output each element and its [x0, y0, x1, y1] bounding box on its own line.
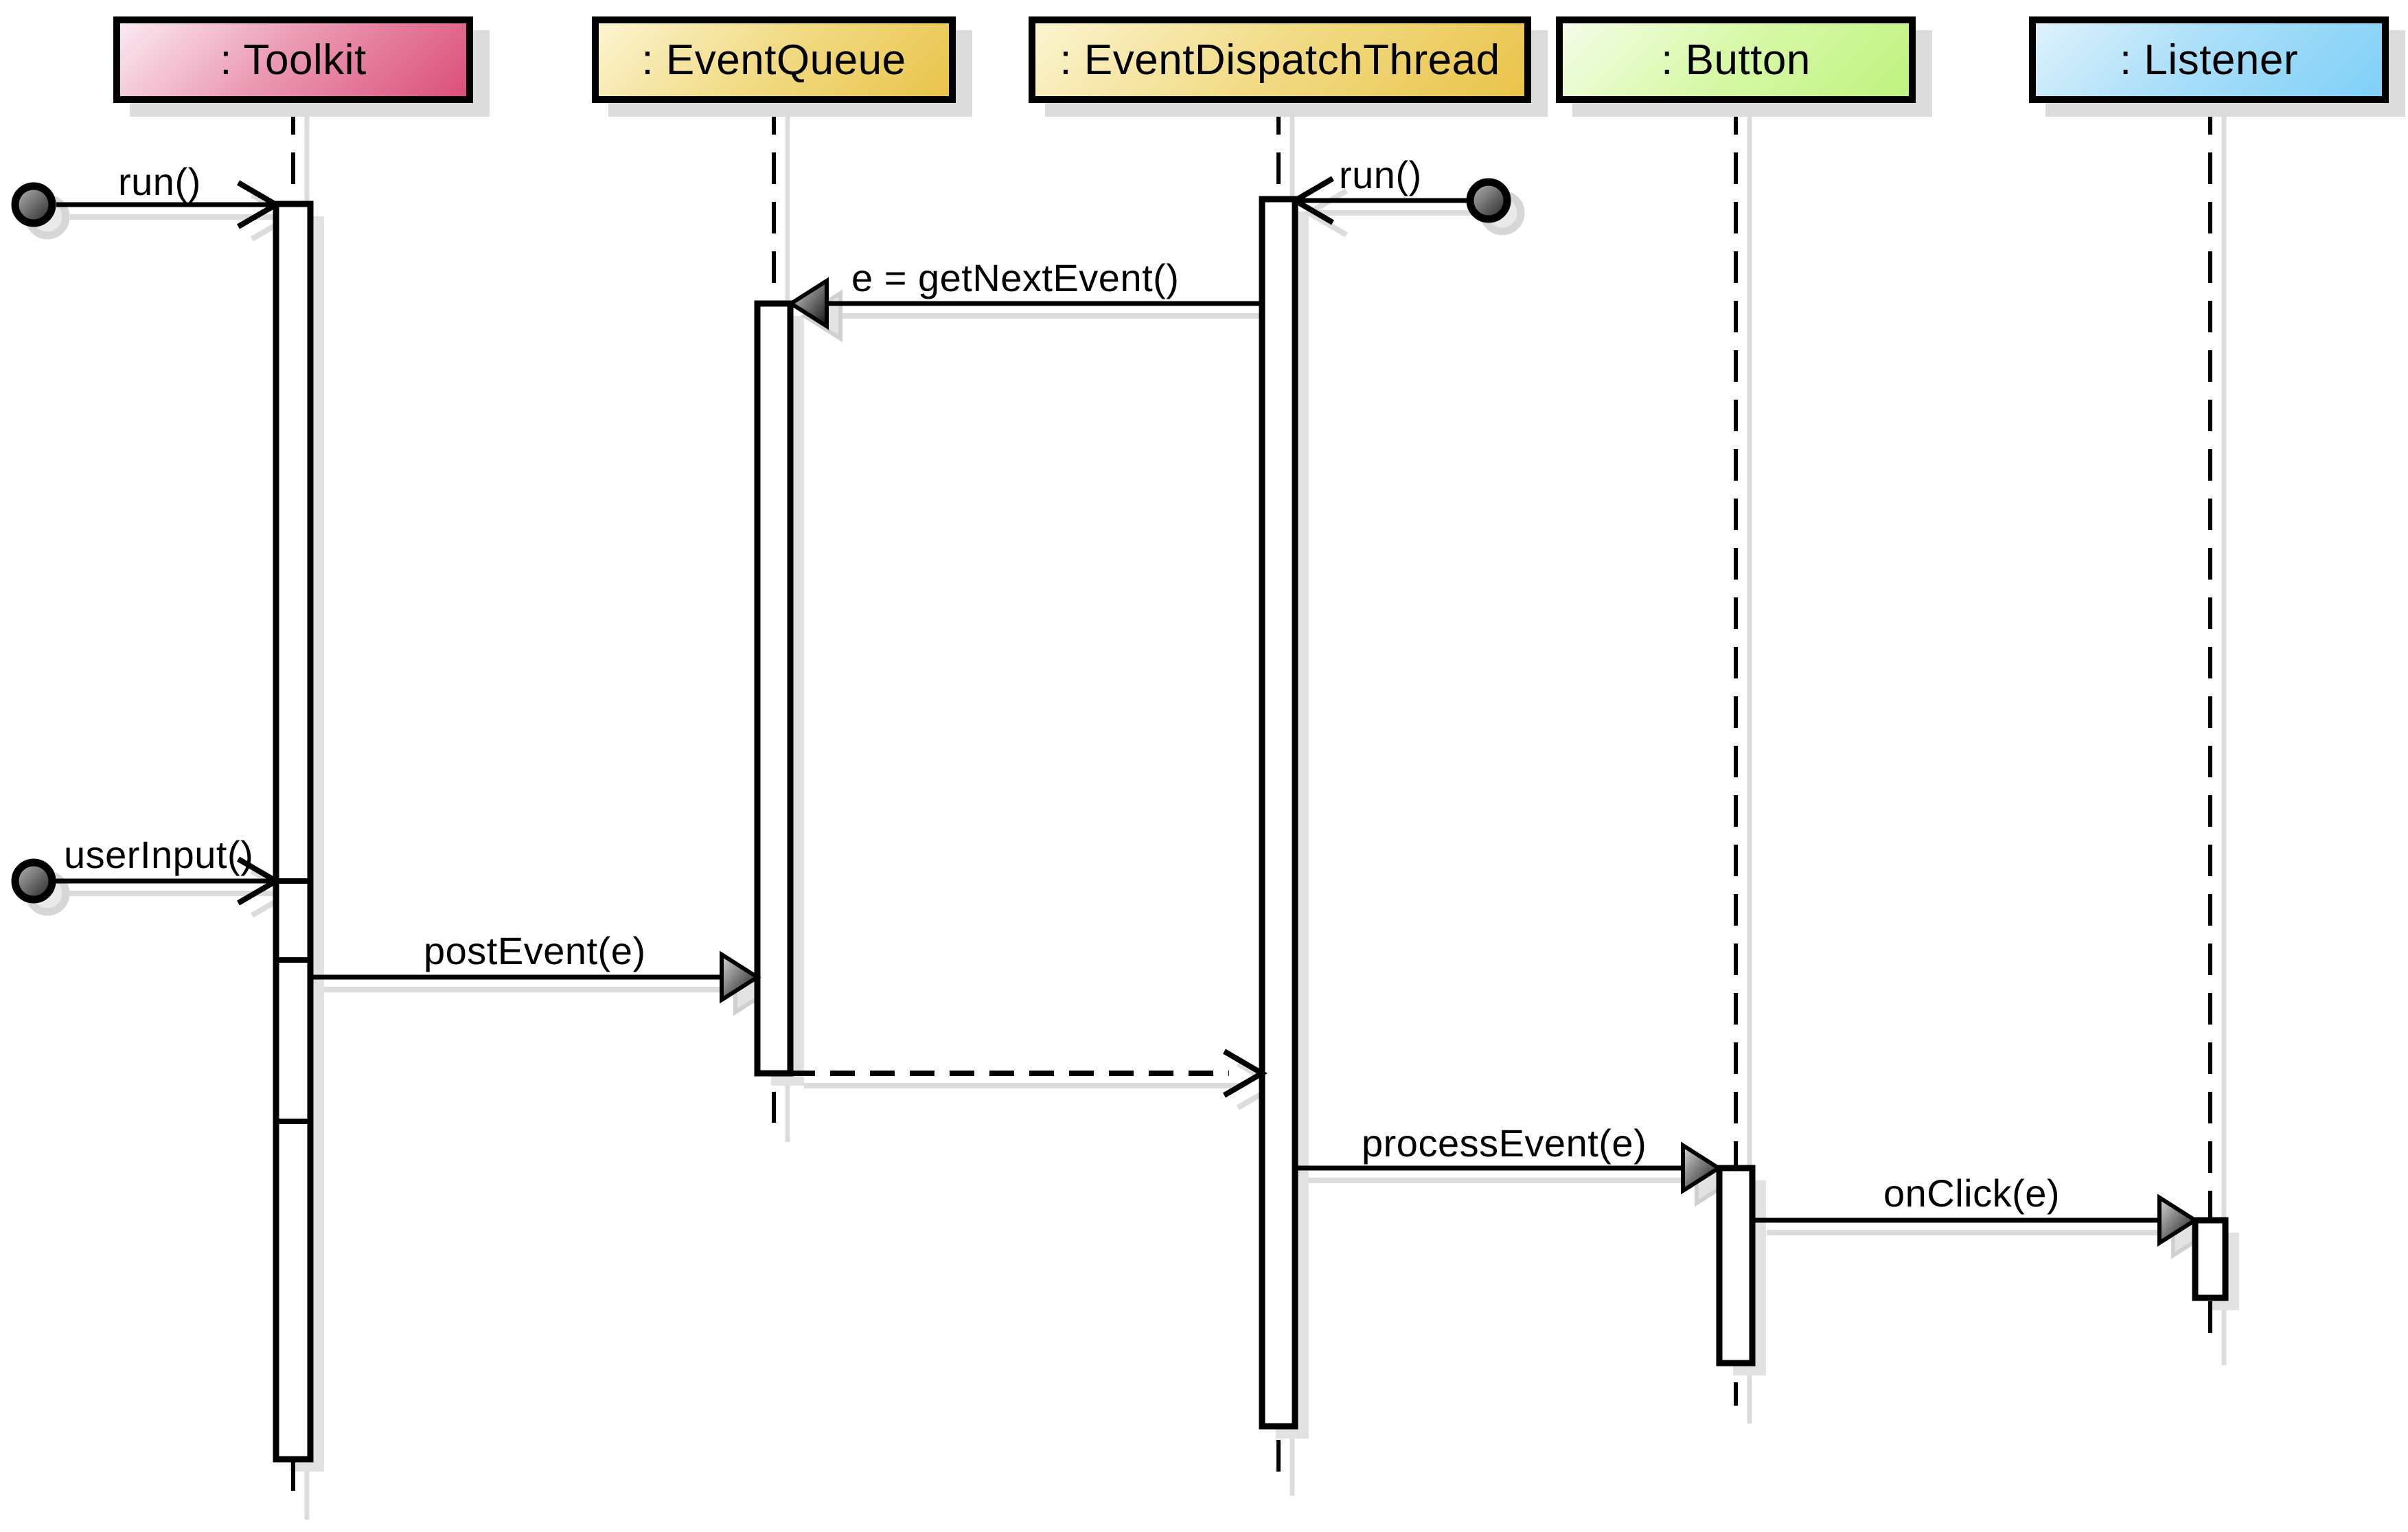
message-get-next-event [787, 277, 1262, 330]
shadow-layer [25, 115, 2239, 1520]
actor-box-toolkit: : Toolkit [113, 16, 473, 103]
actor-box-event-dispatch-thread: : EventDispatchThread [1029, 16, 1531, 103]
message-label-run-toolkit: run() [118, 160, 201, 203]
message-on-click [1753, 1193, 2199, 1247]
solid-arrowhead-icon [2157, 1193, 2199, 1247]
message-run-toolkit [11, 180, 282, 229]
message-label-post-event: postEvent(e) [424, 929, 646, 972]
open-arrowhead-icon [236, 856, 282, 906]
activation-event-dispatch-thread [1259, 196, 1298, 1430]
solid-arrowhead-icon [787, 277, 829, 330]
message-post-event [310, 950, 761, 1004]
message-user-input [11, 856, 282, 906]
found-message-circle-icon [11, 858, 56, 904]
message-label-on-click: onClick(e) [1883, 1171, 2061, 1215]
actor-label-event-dispatch-thread: : EventDispatchThread [1059, 36, 1500, 84]
message-run-edt [1289, 176, 1511, 225]
activation-event-queue [754, 300, 794, 1077]
found-message-circle-icon [11, 182, 56, 227]
open-arrowhead-icon [1222, 1049, 1268, 1098]
activation-button [1716, 1165, 1756, 1367]
message-label-get-next-event: e = getNextEvent() [851, 256, 1180, 299]
actor-box-event-queue: : EventQueue [592, 16, 956, 103]
message-label-process-event: processEvent(e) [1362, 1121, 1647, 1165]
activation-listener [2192, 1217, 2229, 1301]
found-message-circle-icon [1466, 178, 1511, 223]
actor-box-listener: : Listener [2029, 16, 2389, 103]
open-arrowhead-icon [236, 180, 282, 229]
solid-arrowhead-icon [720, 950, 761, 1004]
actor-label-listener: : Listener [2119, 36, 2299, 84]
actor-label-toolkit: : Toolkit [220, 36, 367, 84]
solid-arrowhead-icon [1681, 1141, 1723, 1195]
open-arrowhead-icon [1289, 176, 1335, 225]
message-process-event [1295, 1141, 1723, 1195]
actor-box-button: : Button [1556, 16, 1916, 103]
message-label-run-edt: run() [1339, 153, 1422, 196]
actor-label-event-queue: : EventQueue [641, 36, 906, 84]
actor-label-button: : Button [1661, 36, 1811, 84]
activation-toolkit [273, 201, 314, 1463]
message-return-event [790, 1049, 1268, 1098]
message-label-user-input: userInput() [64, 833, 254, 876]
